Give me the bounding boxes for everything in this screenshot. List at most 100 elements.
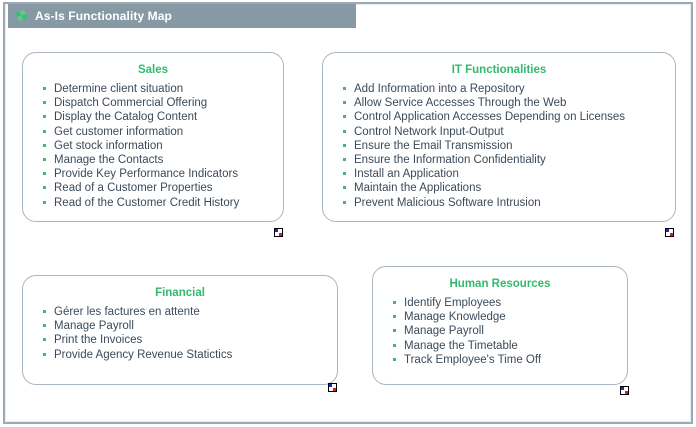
list-item-label: Identify Employees [404,297,502,309]
bullet-icon [343,87,346,90]
decomposition-icon-sales[interactable] [274,228,283,237]
bullet-icon [393,301,396,304]
decomp-blue-square [621,387,624,390]
group-list-human-resources: Identify Employees Manage Knowledge Mana… [373,296,627,367]
list-item-label: Read of the Customer Credit History [54,196,240,209]
decomposition-icon-financial[interactable] [328,383,337,392]
list-item-label: Manage the Contacts [54,154,164,167]
list-item[interactable]: Get stock information [41,139,273,153]
list-item[interactable]: Manage the Timetable [391,339,617,353]
list-item-label: Control Network Input-Output [354,125,504,138]
bullet-icon [343,143,346,147]
bullet-icon [393,329,396,333]
list-item-label: Provide Key Performance Indicators [54,168,239,181]
bullet-icon [43,338,46,342]
list-item-label: Manage the Timetable [404,339,518,352]
group-title-human-resources: Human Resources [449,278,551,290]
list-item-label: Provide Agency Revenue Statictics [54,348,233,361]
group-box-it-functionalities[interactable]: IT Functionalities Add Information into … [322,52,676,222]
bullet-icon [343,172,346,176]
decomp-blue-square [275,229,278,232]
list-item[interactable]: Ensure the Information Confidentiality [341,153,665,167]
list-item[interactable]: Add Information into a Repository [341,82,665,96]
bullet-icon [43,352,46,356]
bullet-icon [343,115,346,119]
list-item[interactable]: Get customer information [41,125,273,139]
decomp-red-square [333,388,336,391]
bullet-icon [43,172,46,176]
list-item[interactable]: Gérer les factures en attente [41,305,327,319]
list-item[interactable]: Read of a Customer Properties [41,181,273,195]
group-list-sales: Determine client situation Dispatch Comm… [23,82,283,210]
title-bar: As-Is Functionality Map [8,4,356,28]
list-item[interactable]: Provide Key Performance Indicators [41,167,273,181]
list-item[interactable]: Print the Invoices [41,333,327,347]
list-item[interactable]: Control Network Input-Output [341,125,665,139]
bullet-icon [343,158,346,162]
list-item-label: Install an Application [354,168,459,181]
bullet-icon [43,129,46,133]
list-item-label: Read of a Customer Properties [54,182,213,195]
list-item[interactable]: Prevent Malicious Software Intrusion [341,196,665,210]
page-title: As-Is Functionality Map [35,9,172,23]
decomposition-icon-human-resources[interactable] [620,386,629,395]
list-item-label: Add Information into a Repository [354,83,525,95]
bullet-icon [343,101,346,105]
decomp-blue-square [329,384,332,387]
list-item[interactable]: Manage the Contacts [41,153,273,167]
list-item-label: Get stock information [54,139,163,152]
list-item-label: Manage Payroll [404,325,484,338]
list-item-label: Allow Service Accesses Through the Web [354,97,567,110]
list-item-label: Determine client situation [54,83,184,95]
bullet-icon [43,115,46,119]
list-item-label: Ensure the Email Transmission [354,139,513,152]
bullet-icon [43,200,46,204]
group-box-sales[interactable]: Sales Determine client situation Dispatc… [22,52,284,222]
list-item[interactable]: Manage Knowledge [391,310,617,324]
list-item-label: Maintain the Applications [354,182,482,195]
group-title-it-functionalities: IT Functionalities [451,64,547,76]
decomp-red-square [670,233,673,236]
list-item[interactable]: Ensure the Email Transmission [341,139,665,153]
list-item-label: Print the Invoices [54,334,143,347]
list-item-label: Dispatch Commercial Offering [54,97,208,110]
list-item[interactable]: Manage Payroll [41,319,327,333]
group-list-it-functionalities: Add Information into a Repository Allow … [323,82,675,210]
bullet-icon [343,200,346,204]
list-item[interactable]: Install an Application [341,167,665,181]
group-list-financial: Gérer les factures en attente Manage Pay… [23,305,337,362]
group-title-sales: Sales [137,64,169,76]
list-item[interactable]: Display the Catalog Content [41,110,273,124]
decomposition-icon-it-functionalities[interactable] [665,228,674,237]
list-item-label: Control Application Accesses Depending o… [354,111,626,124]
list-item[interactable]: Read of the Customer Credit History [41,196,273,210]
list-item[interactable]: Manage Payroll [391,324,617,338]
bullet-icon [343,129,346,133]
green-diamond-icon [15,9,28,21]
bullet-icon [43,158,46,162]
list-item[interactable]: Provide Agency Revenue Statictics [41,348,327,362]
list-item[interactable]: Maintain the Applications [341,181,665,195]
group-box-human-resources[interactable]: Human Resources Identify Employees Manag… [372,266,628,385]
decomp-red-square [625,391,628,394]
list-item-label: Ensure the Information Confidentiality [354,154,546,167]
group-box-financial[interactable]: Financial Gérer les factures en attente … [22,275,338,385]
list-item-label: Manage Payroll [54,320,134,333]
list-item[interactable]: Allow Service Accesses Through the Web [341,96,665,110]
list-item-label: Track Employee's Time Off [404,353,542,366]
group-title-financial: Financial [155,287,205,299]
list-item[interactable]: Identify Employees [391,296,617,310]
list-item[interactable]: Dispatch Commercial Offering [41,96,273,110]
list-item[interactable]: Control Application Accesses Depending o… [341,110,665,124]
list-item-label: Gérer les factures en attente [54,306,200,318]
bullet-icon [393,357,396,361]
bullet-icon [43,143,46,147]
list-item-label: Get customer information [54,125,184,138]
bullet-icon [393,343,396,347]
bullet-icon [43,101,46,105]
list-item[interactable]: Track Employee's Time Off [391,353,617,367]
list-item[interactable]: Determine client situation [41,82,273,96]
list-item-label: Manage Knowledge [404,311,506,324]
bullet-icon [393,315,396,319]
